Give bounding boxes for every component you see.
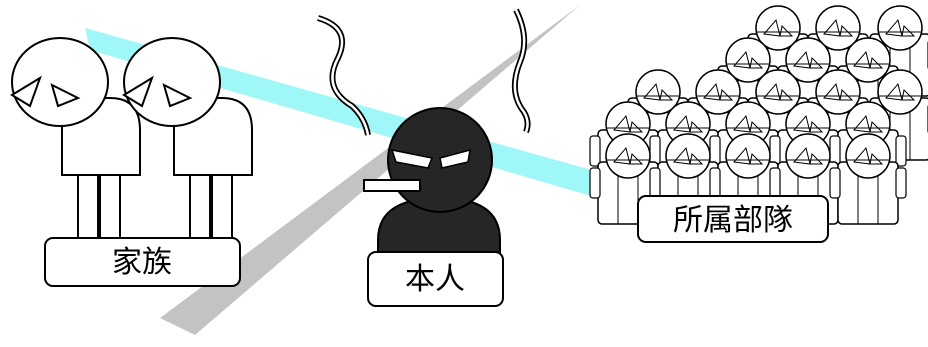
family-person-left: [10, 37, 141, 241]
self-person: [363, 107, 501, 253]
self-label: 本人: [405, 262, 465, 297]
family-person-right: [122, 37, 253, 241]
unit-label-box: [637, 195, 829, 243]
family-label: 家族: [112, 245, 172, 280]
steam-right-inner: [513, 9, 529, 133]
family-label-box: [44, 237, 241, 287]
unit-crowd: [589, 5, 928, 225]
steam-left-inner: [317, 16, 370, 136]
gray-beam: [160, 5, 580, 335]
cigarette-icon: [363, 179, 421, 192]
self-label-box: [367, 251, 504, 307]
unit-label: 所属部隊: [673, 203, 793, 238]
